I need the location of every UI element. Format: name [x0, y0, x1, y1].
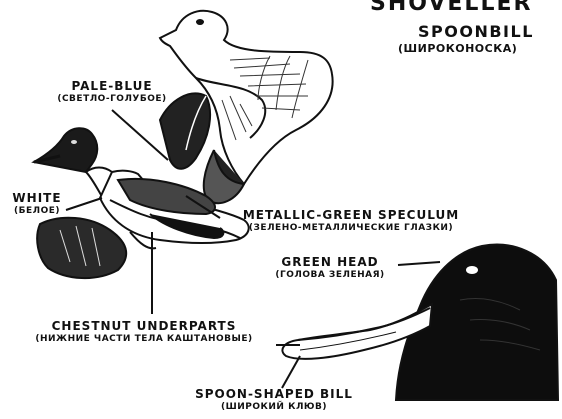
label-speculum-en: METALLIC-GREEN SPECULUM — [222, 209, 480, 221]
label-speculum-ru: (ЗЕЛЕНО-МЕТАЛЛИЧЕСКИЕ ГЛАЗКИ) — [222, 224, 480, 233]
subtitle-russian: (ШИРОКОНОСКА) — [398, 42, 517, 55]
label-pale-blue: PALE-BLUE (СВЕТЛО-ГОЛУБОЕ) — [48, 80, 176, 104]
label-green-head-en: GREEN HEAD — [258, 256, 402, 268]
label-bill: SPOON-SHAPED BILL (ШИРОКИЙ КЛЮВ) — [186, 388, 362, 412]
label-chestnut: CHESTNUT UNDERPARTS (НИЖНИЕ ЧАСТИ ТЕЛА К… — [10, 320, 278, 344]
label-bill-en: SPOON-SHAPED BILL — [186, 388, 362, 400]
leader-bill — [282, 356, 300, 388]
label-pale-blue-en: PALE-BLUE — [48, 80, 176, 92]
label-green-head: GREEN HEAD (ГОЛОВА ЗЕЛЕНАЯ) — [258, 256, 402, 280]
label-chestnut-en: CHESTNUT UNDERPARTS — [10, 320, 278, 332]
leader-pale-blue — [112, 110, 168, 160]
label-chestnut-ru: (НИЖНИЕ ЧАСТИ ТЕЛА КАШТАНОВЫЕ) — [10, 335, 278, 344]
label-white-en: WHITE — [2, 192, 72, 204]
label-white-ru: (БЕЛОЕ) — [2, 207, 72, 216]
label-bill-ru: (ШИРОКИЙ КЛЮВ) — [186, 403, 362, 412]
label-white: WHITE (БЕЛОЕ) — [2, 192, 72, 216]
page-title: SHOVELLER — [370, 0, 532, 16]
leader-green-head — [398, 262, 440, 265]
label-pale-blue-ru: (СВЕТЛО-ГОЛУБОЕ) — [48, 95, 176, 104]
label-speculum: METALLIC-GREEN SPECULUM (ЗЕЛЕНО-МЕТАЛЛИЧ… — [222, 209, 480, 233]
subtitle: SPOONBILL — [418, 22, 534, 41]
label-green-head-ru: (ГОЛОВА ЗЕЛЕНАЯ) — [258, 271, 402, 280]
